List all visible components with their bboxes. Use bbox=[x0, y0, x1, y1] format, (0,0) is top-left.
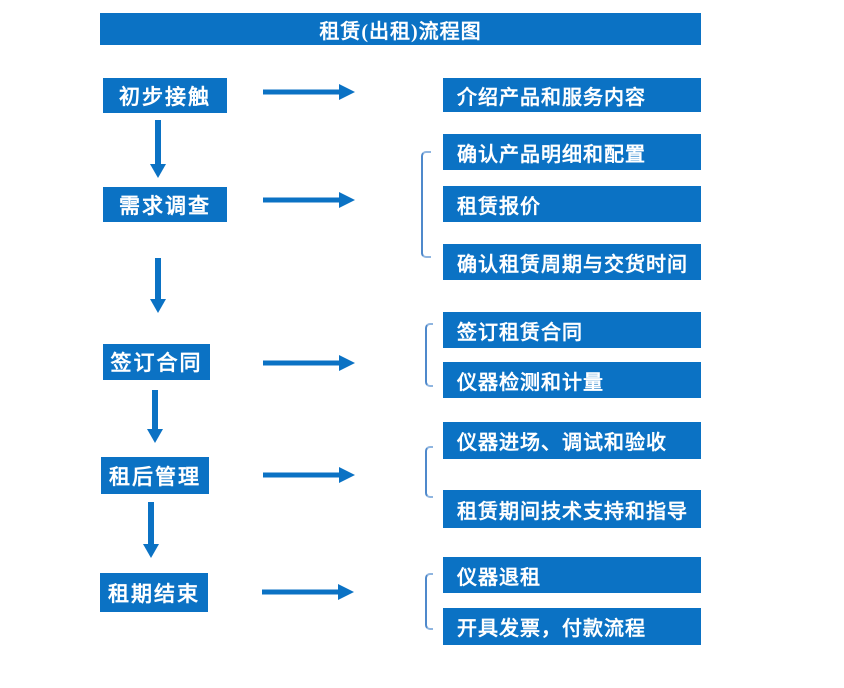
bracket-post-rental-group bbox=[425, 446, 433, 498]
step-box-rental-end: 租期结束 bbox=[100, 573, 208, 612]
arrow-right-icon-4 bbox=[263, 467, 355, 483]
arrow-right-icon-2 bbox=[263, 192, 355, 208]
detail-box-sign-rental-contract: 签订租赁合同 bbox=[443, 312, 701, 348]
detail-box-instrument-entry-acceptance: 仪器进场、调试和验收 bbox=[443, 422, 701, 459]
arrow-down-icon-2 bbox=[150, 258, 166, 313]
detail-box-rental-quote: 租赁报价 bbox=[443, 186, 701, 222]
bracket-demand-survey-group bbox=[421, 151, 431, 258]
detail-box-introduce-products: 介绍产品和服务内容 bbox=[443, 78, 701, 112]
detail-box-instrument-return: 仪器退租 bbox=[443, 557, 701, 593]
arrow-right-icon-3 bbox=[263, 355, 355, 371]
detail-box-instrument-testing: 仪器检测和计量 bbox=[443, 362, 701, 398]
bracket-rental-end-group bbox=[425, 573, 433, 630]
page-title: 租赁(出租)流程图 bbox=[100, 13, 701, 45]
detail-box-invoice-payment: 开具发票，付款流程 bbox=[443, 608, 701, 645]
arrow-right-icon-1 bbox=[263, 84, 355, 100]
step-box-sign-contract: 签订合同 bbox=[103, 344, 210, 380]
arrow-down-icon-3 bbox=[147, 390, 163, 443]
arrow-down-icon-1 bbox=[150, 120, 166, 178]
arrow-right-icon-5 bbox=[262, 584, 354, 600]
step-box-demand-survey: 需求调查 bbox=[103, 187, 227, 222]
detail-box-confirm-period-delivery: 确认租赁周期与交货时间 bbox=[443, 244, 701, 280]
detail-box-rental-tech-support: 租赁期间技术支持和指导 bbox=[443, 490, 701, 528]
detail-box-confirm-details-config: 确认产品明细和配置 bbox=[443, 134, 701, 170]
arrow-down-icon-4 bbox=[143, 502, 159, 558]
step-box-initial-contact: 初步接触 bbox=[103, 78, 227, 113]
bracket-sign-contract-group bbox=[425, 323, 433, 387]
step-box-post-rental-management: 租后管理 bbox=[101, 457, 209, 494]
